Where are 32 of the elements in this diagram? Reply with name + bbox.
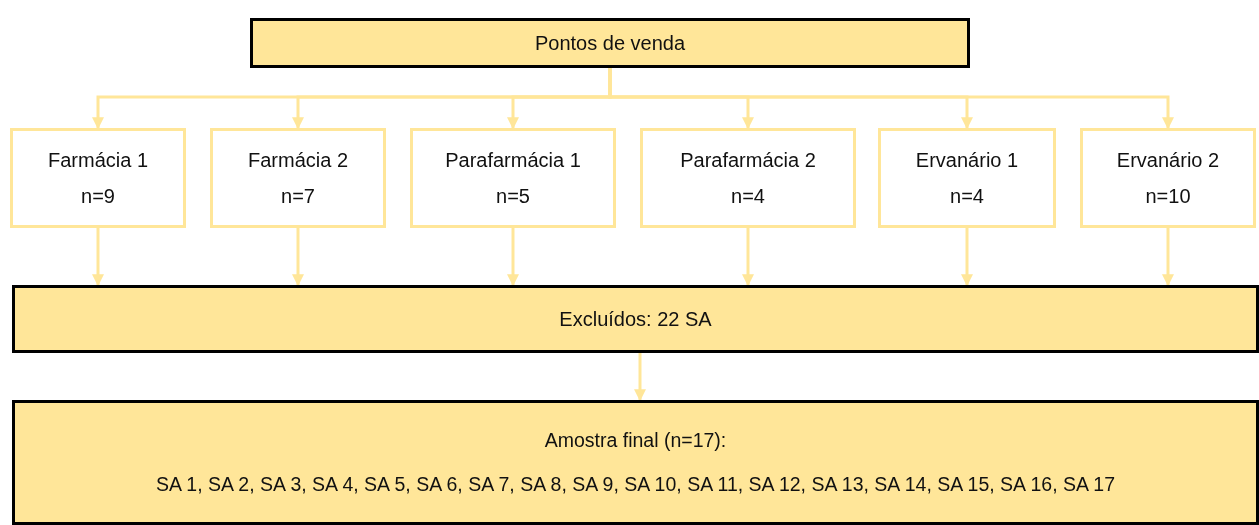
sales-point-box xyxy=(410,128,616,228)
box-text: n=9 xyxy=(81,184,115,208)
arrow xyxy=(1162,228,1174,287)
box-title: Parafarmácia 2 xyxy=(680,148,816,172)
sales-point-box xyxy=(878,128,1056,228)
arrow xyxy=(961,228,973,287)
box-title: Ervanário 1 xyxy=(915,148,1019,172)
arrow xyxy=(92,228,104,287)
box-title: Amostra final (n=17): xyxy=(544,429,727,453)
arrow xyxy=(292,228,304,287)
box-text: n=4 xyxy=(950,184,984,208)
process-box xyxy=(12,400,1259,525)
box-text: n=5 xyxy=(496,184,530,208)
sales-point-box xyxy=(210,128,386,228)
box-title: Farmácia 2 xyxy=(248,148,348,172)
process-box xyxy=(250,18,970,68)
sales-point-box xyxy=(640,128,856,228)
arrow xyxy=(742,228,754,287)
box-title: Ervanário 2 xyxy=(1116,148,1220,172)
arrow xyxy=(634,353,646,402)
sales-point-box xyxy=(1080,128,1256,228)
sales-point-box xyxy=(10,128,186,228)
box-text: n=7 xyxy=(281,184,315,208)
box-title: Farmácia 1 xyxy=(48,148,148,172)
box-title: Parafarmácia 1 xyxy=(445,148,581,172)
box-title: Excluídos: 22 SA xyxy=(559,307,712,331)
box-text: n=4 xyxy=(731,184,765,208)
box-text: n=10 xyxy=(1145,184,1191,208)
arrow xyxy=(507,228,519,287)
box-text: SA 1, SA 2, SA 3, SA 4, SA 5, SA 6, SA 7, SA 8, SA 9, SA 10, SA 11, SA 12, SA 13, SA 14, SA 15, SA 16, SA 17 xyxy=(155,472,1116,496)
box-title: Pontos de venda xyxy=(534,31,686,55)
process-box xyxy=(12,285,1259,353)
